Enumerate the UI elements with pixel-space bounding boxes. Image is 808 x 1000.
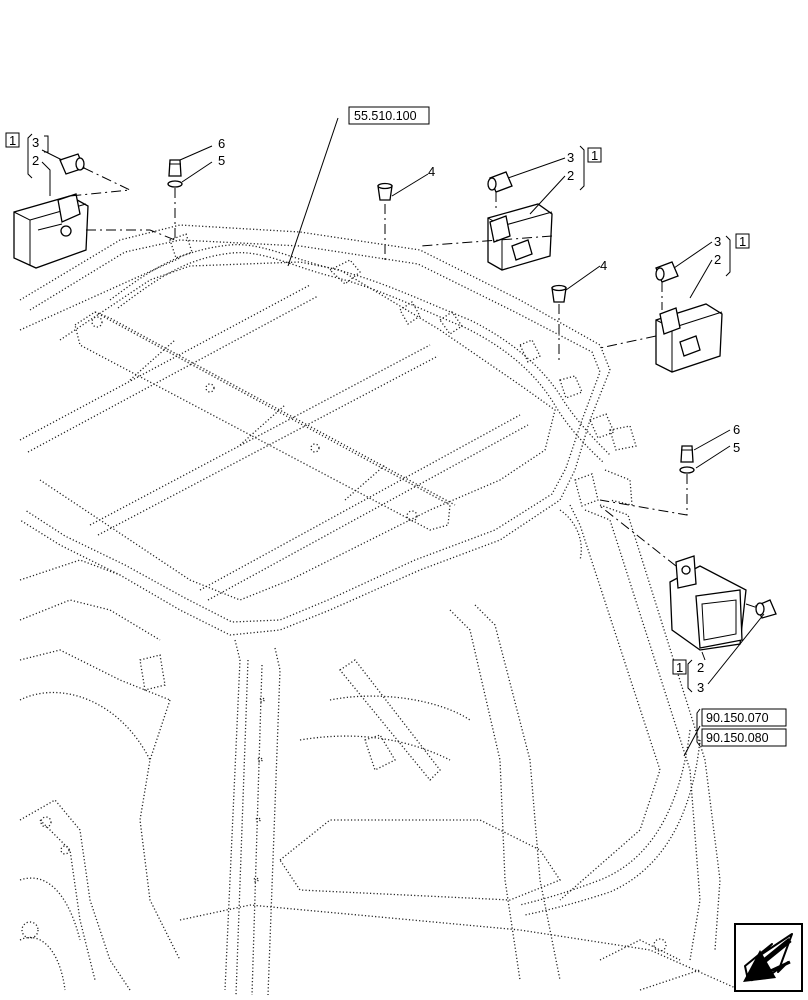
ref-roof-harness-label: 55.510.100 (354, 109, 417, 123)
callout-group-center-plug: 4 (428, 164, 435, 179)
callout-4: 4 (600, 258, 607, 273)
callout-kit: 1 (591, 148, 598, 163)
callout-5: 5 (218, 153, 225, 168)
kit-box (735, 233, 750, 249)
screw-left (168, 159, 182, 177)
callout-3: 3 (714, 234, 721, 249)
callout-3: 3 (567, 150, 574, 165)
callout-group-right-lamp: 3 2 1 (714, 233, 750, 267)
leader-lines (27, 117, 765, 757)
callout-6: 6 (733, 422, 740, 437)
callout-group-right-plug: 4 (600, 258, 607, 273)
arrow-down-left-icon[interactable] (734, 923, 803, 992)
cab-structure (19, 224, 741, 996)
washer-right (679, 466, 695, 474)
callout-group-left-screw: 6 5 (218, 136, 225, 168)
bolt-right (655, 261, 679, 283)
callout-2: 2 (567, 168, 574, 183)
work-lamp-right (655, 303, 723, 373)
kit-box (587, 147, 602, 163)
ref-link-roof-harness[interactable]: 55.510.100 (348, 106, 430, 125)
callout-2: 2 (697, 660, 704, 675)
callout-3: 3 (697, 680, 704, 695)
callout-group-left-lamp: 1 3 2 (5, 132, 39, 168)
work-lamp-center (487, 203, 553, 271)
callout-group-center-lamp: 3 2 1 (567, 147, 602, 183)
callout-kit: 1 (9, 133, 16, 148)
plug-center (377, 182, 393, 201)
plug-right (551, 284, 567, 303)
callout-group-right-screw: 6 5 (733, 422, 740, 455)
callout-kit: 1 (739, 234, 746, 249)
kit-box (672, 659, 687, 675)
callout-2: 2 (714, 252, 721, 267)
callout-4: 4 (428, 164, 435, 179)
callout-3: 3 (32, 135, 39, 150)
assembly-lines (69, 167, 759, 609)
callout-kit: 1 (676, 660, 683, 675)
ref-link-wiring-b[interactable]: 90.150.080 (701, 728, 787, 747)
callout-2: 2 (32, 153, 39, 168)
ref-wiring-a-label: 90.150.070 (706, 711, 769, 725)
ref-bracket (696, 708, 701, 747)
screw-right (680, 445, 694, 463)
callout-5: 5 (733, 440, 740, 455)
bolt-lower-right (755, 599, 777, 619)
ref-link-wiring-a[interactable]: 90.150.070 (701, 708, 787, 727)
bolt-left (59, 153, 85, 175)
callout-6: 6 (218, 136, 225, 151)
ref-wiring-b-label: 90.150.080 (706, 731, 769, 745)
work-lamp-lower-right (669, 555, 747, 651)
work-lamp-left (13, 193, 89, 269)
kit-box (5, 132, 20, 148)
washer-left (167, 180, 183, 188)
bolt-center (487, 171, 513, 193)
callout-group-lower-lamp: 1 2 3 (672, 659, 704, 695)
